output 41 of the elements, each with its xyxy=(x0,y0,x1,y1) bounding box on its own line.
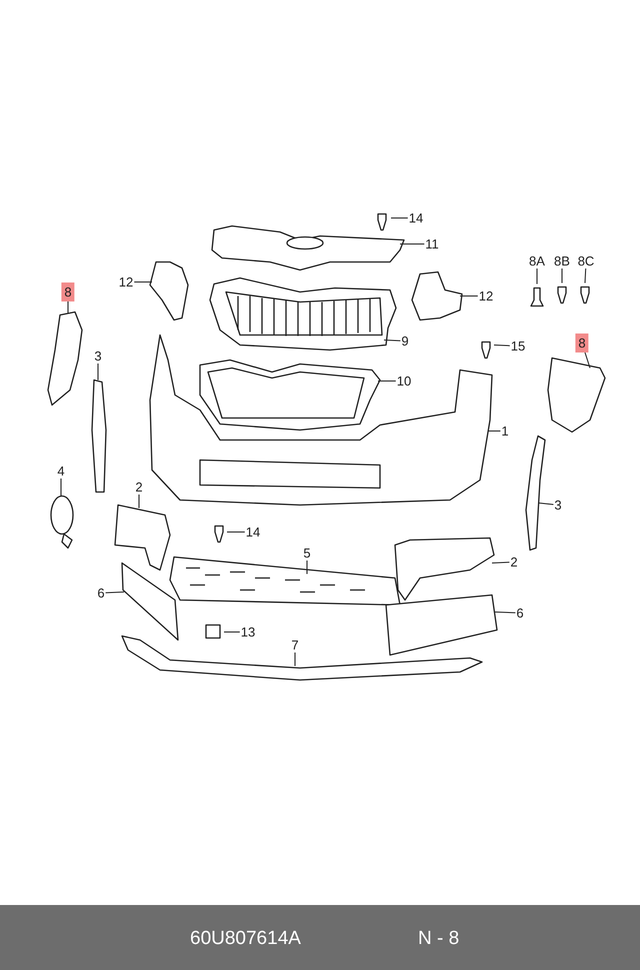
callout-number: 9 xyxy=(400,334,410,348)
leader-line xyxy=(384,340,401,342)
leader-line xyxy=(378,380,396,382)
callout-number: 2 xyxy=(134,480,144,494)
callout-number: 6 xyxy=(96,586,106,600)
footer-text: 60U807614A xyxy=(190,928,301,950)
leader-line xyxy=(60,478,62,496)
leader-line xyxy=(138,494,140,508)
callout-number: 4 xyxy=(56,464,66,478)
leader-line xyxy=(494,612,516,614)
callout-number: 15 xyxy=(510,338,526,354)
callout-number: 3 xyxy=(553,498,563,512)
callout-number: 3 xyxy=(93,348,103,364)
leader-line xyxy=(492,562,510,564)
leader-line xyxy=(105,592,124,594)
callout-number: 12 xyxy=(478,288,494,304)
callout-number: 14 xyxy=(244,524,262,540)
leader-line xyxy=(584,352,590,368)
callout-number: 7 xyxy=(290,638,300,652)
callout-number: 6 xyxy=(515,606,525,620)
leader-line xyxy=(536,268,538,284)
callout-number: 8B xyxy=(553,254,571,268)
leader-line xyxy=(584,268,586,284)
callout-number: 11 xyxy=(424,236,440,252)
callout-number: 8 xyxy=(61,282,75,302)
leader-line xyxy=(294,652,296,666)
callout-number: 2 xyxy=(509,554,519,570)
leader-line xyxy=(306,560,308,574)
footer-text: N - 8 xyxy=(418,928,460,950)
callout-number: 14 xyxy=(408,210,424,226)
callout-number: 5 xyxy=(302,546,312,560)
callout-number: 13 xyxy=(240,624,256,640)
callout-number: 10 xyxy=(396,374,412,388)
callout-number: 8A xyxy=(528,254,546,268)
callout-number: 8C xyxy=(576,254,596,268)
callout-number: 1 xyxy=(500,424,510,438)
leader-line xyxy=(494,344,510,346)
callout-number: 8 xyxy=(575,334,589,352)
callout-number: 12 xyxy=(118,274,134,290)
leader-line xyxy=(488,430,501,432)
leader-line xyxy=(538,502,554,505)
